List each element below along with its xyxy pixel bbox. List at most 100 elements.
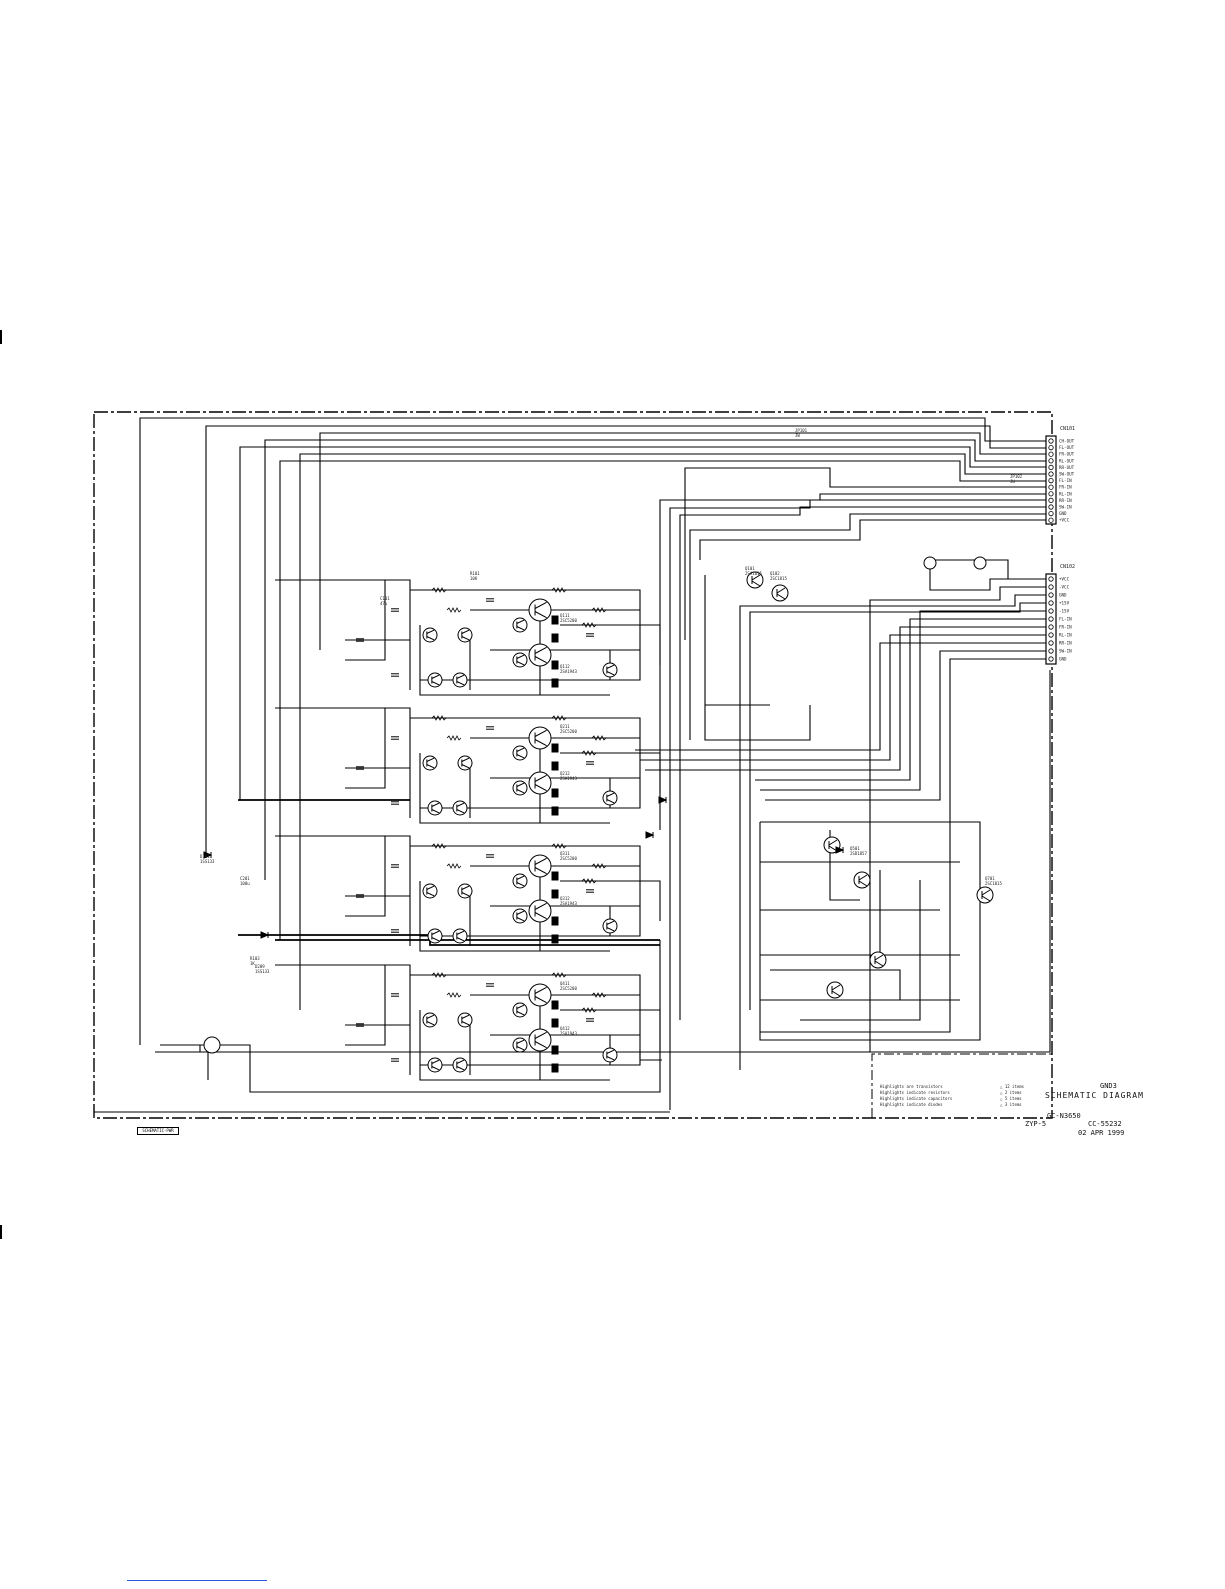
cn102-pin	[1048, 640, 1054, 646]
transistor-symbol	[422, 755, 438, 771]
transistor-emitter	[431, 1066, 440, 1071]
component-ref: Q111	[560, 613, 570, 618]
crop-mark-bottom	[0, 1225, 2, 1239]
wire	[829, 830, 860, 901]
transistor-emitter	[426, 764, 435, 769]
transistor-collector	[534, 601, 547, 609]
cn102-pin-label: SW-IN	[1059, 649, 1072, 654]
resistor-symbol	[581, 750, 597, 756]
transistor-emitter	[426, 1021, 435, 1026]
transistor-symbol	[528, 854, 552, 878]
component-ref: Q701	[985, 876, 995, 881]
emitter-resistor	[551, 761, 559, 771]
wire	[755, 618, 1046, 781]
component-ref: C201	[240, 876, 250, 881]
wire	[299, 453, 1046, 1010]
transistor-collector	[516, 910, 525, 915]
transistor-emitter	[456, 681, 465, 686]
component-value: 2SC1815	[770, 576, 787, 581]
power-transistor-symbol	[853, 871, 871, 889]
transistor-collector	[858, 874, 868, 881]
wire	[749, 602, 1046, 1010]
cn101-pin-label: SW-IN	[1059, 505, 1072, 510]
legend-row: Highlights indicate diodes△ 3 items	[880, 1102, 1022, 1107]
cn102-pin	[1048, 600, 1054, 606]
cn101-pin-label: GND	[1059, 511, 1067, 516]
transistor-collector	[606, 792, 615, 797]
transistor-emitter	[534, 996, 547, 1004]
cn101-pin-label: FL-OUT	[1059, 445, 1075, 450]
component-value: 10K	[470, 576, 478, 581]
resistor-symbol	[591, 992, 607, 998]
component-value: 2SA1943	[560, 776, 577, 781]
transistor-emitter	[516, 917, 525, 922]
title-block-border	[871, 1053, 1052, 1118]
emitter-resistor	[551, 615, 559, 625]
transistor-collector	[534, 774, 547, 782]
transistor-emitter	[461, 1021, 470, 1026]
wire	[205, 425, 1046, 855]
cn101-pin	[1048, 444, 1054, 451]
page-link-underline	[127, 1580, 267, 1581]
transistor-collector	[456, 674, 465, 679]
cn101-pin	[1048, 510, 1054, 517]
transistor-collector	[456, 802, 465, 807]
cn101-pin	[1048, 438, 1054, 444]
cn101-pin	[1048, 491, 1054, 497]
resistor-symbol	[431, 587, 447, 593]
transistor-emitter	[606, 1056, 615, 1061]
component-value: JW	[1010, 479, 1015, 484]
transistor-collector	[516, 875, 525, 880]
transistor-emitter	[831, 990, 841, 997]
wire	[264, 439, 1046, 880]
transistor-symbol	[512, 1037, 528, 1053]
component-ref: JP102	[1010, 474, 1023, 479]
transistor-emitter	[461, 892, 470, 897]
cn101-pin-label: FR-IN	[1059, 485, 1072, 490]
component-value: 1SS133	[255, 969, 270, 974]
diode-symbol	[835, 846, 845, 854]
cn101-pin	[1048, 504, 1054, 510]
wire	[239, 446, 1046, 800]
transistor-symbol	[512, 908, 528, 924]
cn102-pin-label: GND	[1059, 593, 1067, 598]
wire	[684, 467, 1046, 640]
connector-cn102-label: CN102	[1060, 564, 1075, 570]
wire	[770, 969, 901, 1000]
diagram-frame	[93, 411, 1053, 1119]
emitter-resistor	[551, 678, 559, 688]
component-ref: JP101	[795, 428, 808, 433]
transistor-emitter	[431, 681, 440, 686]
wire	[639, 1052, 662, 1061]
emitter-resistor	[551, 806, 559, 816]
wire	[689, 513, 1046, 740]
transistor-emitter	[516, 789, 525, 794]
cn102-pin-label: GND	[1059, 657, 1067, 662]
transistor-symbol	[457, 1012, 473, 1028]
transistor-symbol	[512, 1002, 528, 1018]
transistor-emitter	[534, 611, 547, 619]
wire	[739, 594, 1046, 1070]
component-value: 1K	[250, 961, 255, 966]
cn101-pin-label: +VCC	[1059, 518, 1070, 523]
transistor-emitter	[426, 892, 435, 897]
wire	[765, 650, 1046, 801]
cn102-pin-label: +VCC	[1059, 577, 1070, 582]
component-value: 2SA1943	[560, 1031, 577, 1036]
wire	[640, 634, 1046, 761]
wire	[139, 417, 1046, 1045]
legend-row: Highlights are transistors△ 12 items	[880, 1084, 1025, 1089]
reference-box: SCHEMATIC-PWR	[137, 1127, 179, 1135]
cn102-pin	[1048, 584, 1054, 590]
power-transistor-symbol	[869, 951, 887, 969]
cn101-pin	[1048, 477, 1054, 484]
transistor-collector	[516, 1039, 525, 1044]
cn101-pin-label: SW-OUT	[1059, 472, 1075, 477]
input-transistor-symbol	[203, 1036, 221, 1054]
transistor-symbol	[427, 1057, 443, 1073]
emitter-resistor	[551, 1000, 559, 1010]
cn102-pin-label: RR-IN	[1059, 641, 1072, 646]
resistor-symbol	[431, 715, 447, 721]
